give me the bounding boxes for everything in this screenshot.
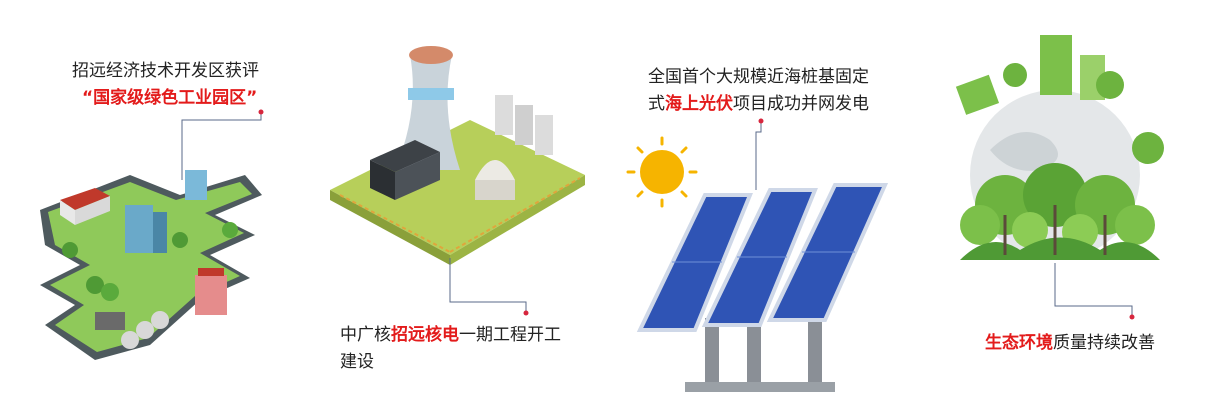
industrial-park-illustration-icon <box>40 170 262 360</box>
caption-industrial-park: 招远经济技术开发区获评 “国家级绿色工业园区” <box>72 58 259 112</box>
caption-suffix: 质量持续改善 <box>1053 333 1155 353</box>
caption-prefix: 中广核 <box>340 325 391 345</box>
caption-highlight: 海上光伏 <box>665 94 733 114</box>
caption-line2: 建设 <box>340 352 374 372</box>
leader-line-2 <box>449 258 529 316</box>
leader-line-1 <box>181 109 264 180</box>
caption-line1: 中广核招远核电一期工程开工 <box>340 322 561 349</box>
caption-line1: 全国首个大规模近海桩基固定 <box>648 67 869 87</box>
panel-offshore-solar: 全国首个大规模近海桩基固定 式海上光伏项目成功并网发电 <box>600 0 910 416</box>
caption-highlight: 生态环境 <box>985 333 1053 353</box>
green-earth-illustration-icon <box>955 35 1164 260</box>
panel-industrial-park: 招远经济技术开发区获评 “国家级绿色工业园区” <box>0 0 300 416</box>
panel-green-earth: 生态环境质量持续改善 <box>910 0 1215 416</box>
caption-green-earth: 生态环境质量持续改善 <box>985 330 1155 357</box>
caption-suffix: 一期工程开工 <box>459 325 561 345</box>
caption-nuclear-plant: 中广核招远核电一期工程开工 建设 <box>340 322 561 376</box>
leader-line-3 <box>755 118 764 190</box>
leader-line-4 <box>1054 263 1135 320</box>
caption-line2: 式海上光伏项目成功并网发电 <box>648 91 869 118</box>
caption-line1: 招远经济技术开发区获评 <box>72 61 259 81</box>
caption-prefix: 式 <box>648 94 665 114</box>
caption-suffix: 项目成功并网发电 <box>733 94 869 114</box>
caption-offshore-solar: 全国首个大规模近海桩基固定 式海上光伏项目成功并网发电 <box>648 64 869 118</box>
caption-highlight: 招远核电 <box>391 325 459 345</box>
panel-nuclear-plant: 中广核招远核电一期工程开工 建设 <box>300 0 600 416</box>
solar-panel-illustration-icon <box>626 136 889 392</box>
nuclear-plant-illustration-icon <box>330 46 585 265</box>
caption-highlight: “国家级绿色工业园区” <box>82 88 258 108</box>
